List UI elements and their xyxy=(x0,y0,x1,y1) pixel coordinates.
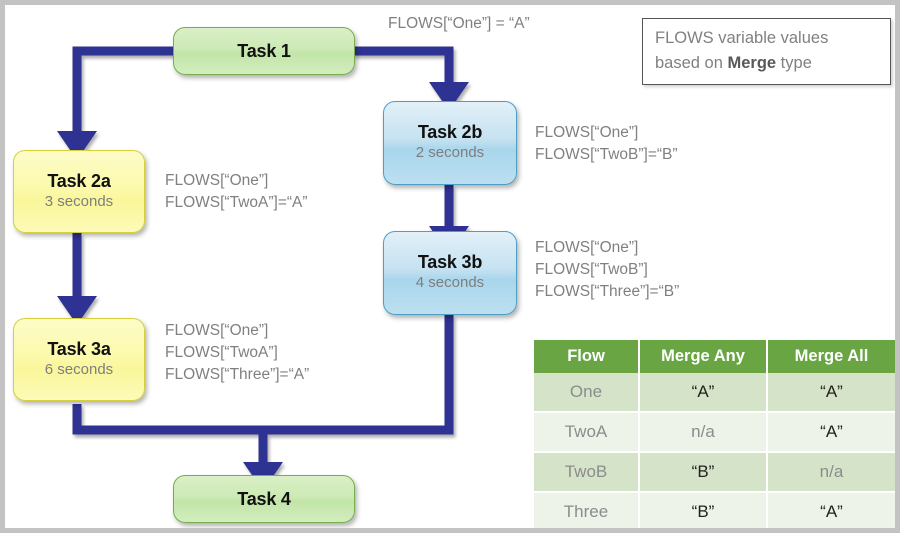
column-header-merge-any: Merge Any xyxy=(639,340,768,373)
task-node-task-2b[interactable]: Task 2b 2 seconds xyxy=(383,101,517,185)
cell-merge-all: “A” xyxy=(767,492,895,528)
task-node-task-2a[interactable]: Task 2a 3 seconds xyxy=(13,150,145,233)
legend-line-2: based on Merge type xyxy=(655,51,878,76)
task-1-title: Task 1 xyxy=(237,40,291,61)
cell-merge-any: “A” xyxy=(639,373,768,413)
task-2a-duration: 3 seconds xyxy=(44,192,114,210)
cell-flow-name: TwoB xyxy=(534,452,640,493)
table-row: TwoB “B” n/a xyxy=(534,452,895,493)
task-node-task-1[interactable]: Task 1 xyxy=(173,27,355,75)
legend-line-2-post: type xyxy=(776,53,812,72)
cell-merge-any: n/a xyxy=(639,412,768,453)
task-node-task-3a[interactable]: Task 3a 6 seconds xyxy=(13,318,145,401)
flows-merge-table: Flow Merge Any Merge All One “A” “A” Two… xyxy=(534,340,895,528)
wire-task3b-to-merge xyxy=(263,315,454,435)
task-2a-title: Task 2a xyxy=(47,170,111,191)
task-3a-duration: 6 seconds xyxy=(44,360,114,378)
cell-merge-all: “A” xyxy=(767,373,895,413)
arrowhead-task3a xyxy=(57,296,97,325)
note-task-3b: FLOWS[“One”] FLOWS[“TwoB”] FLOWS[“Three”… xyxy=(535,239,680,300)
legend-merge-keyword: Merge xyxy=(727,53,777,72)
cell-merge-any: “B” xyxy=(639,452,768,493)
legend-panel: FLOWS variable values based on Merge typ… xyxy=(642,18,891,85)
wire-task1-to-task2a xyxy=(72,46,175,136)
cell-merge-all: n/a xyxy=(767,452,895,493)
note-task-3a: FLOWS[“One”] FLOWS[“TwoA”] FLOWS[“Three”… xyxy=(165,322,310,383)
cell-flow-name: TwoA xyxy=(534,412,640,453)
table-row: Three “B” “A” xyxy=(534,492,895,528)
note-task1-flow: FLOWS[“One”] = “A” xyxy=(388,15,530,32)
task-3b-title: Task 3b xyxy=(417,252,483,273)
cell-merge-any: “B” xyxy=(639,492,768,528)
cell-merge-all: “A” xyxy=(767,412,895,453)
table-header-row: Flow Merge Any Merge All xyxy=(534,340,895,373)
arrowhead-task2b xyxy=(429,82,469,111)
task-4-title: Task 4 xyxy=(237,488,291,509)
column-header-merge-all: Merge All xyxy=(767,340,895,373)
task-2b-duration: 2 seconds xyxy=(415,144,485,162)
note-task-2b: FLOWS[“One”] FLOWS[“TwoB”]=“B” xyxy=(535,124,678,163)
table-row: One “A” “A” xyxy=(534,373,895,413)
wire-task3a-to-merge xyxy=(72,404,268,467)
cell-flow-name: Three xyxy=(534,492,640,528)
task-node-task-4[interactable]: Task 4 xyxy=(173,475,355,523)
wire-task1-to-task2b xyxy=(353,46,454,87)
task-3b-duration: 4 seconds xyxy=(415,274,485,292)
table-row: TwoA n/a “A” xyxy=(534,412,895,453)
legend-line-1: FLOWS variable values xyxy=(655,29,829,47)
note-task-2a: FLOWS[“One”] FLOWS[“TwoA”]=“A” xyxy=(165,172,308,211)
task-2b-title: Task 2b xyxy=(417,122,483,143)
task-node-task-3b[interactable]: Task 3b 4 seconds xyxy=(383,231,517,315)
task-3a-title: Task 3a xyxy=(47,338,111,359)
cell-flow-name: One xyxy=(534,373,640,413)
column-header-flow: Flow xyxy=(534,340,640,373)
legend-line-2-pre: based on xyxy=(655,53,728,72)
arrowhead-task2a xyxy=(57,131,97,160)
